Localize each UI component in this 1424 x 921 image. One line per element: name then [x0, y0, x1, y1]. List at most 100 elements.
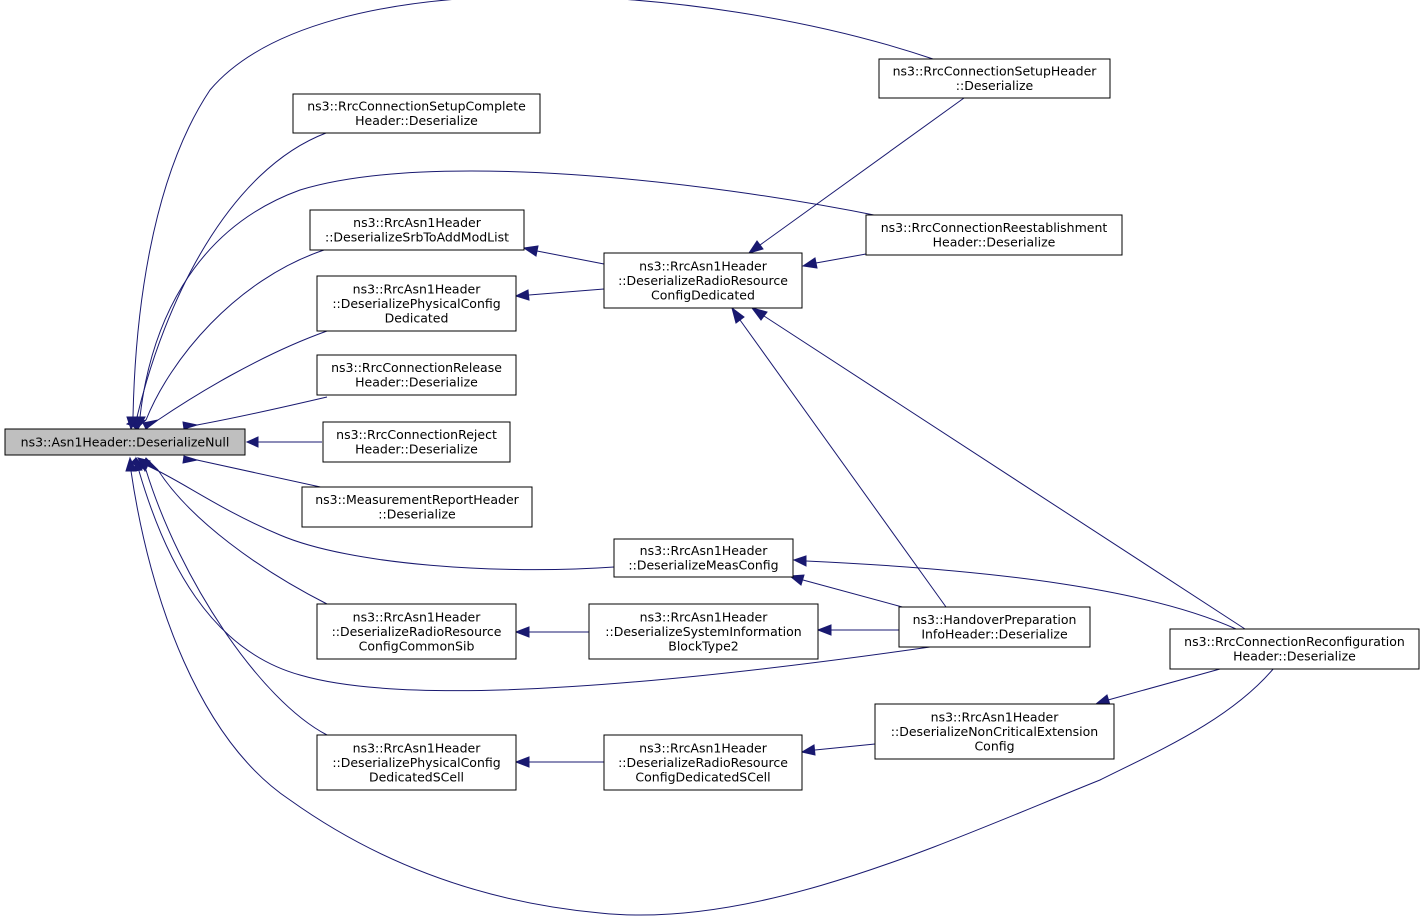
edge-arrowhead: [514, 626, 530, 638]
edge-arrowhead: [816, 624, 832, 636]
edge-sib2-to-radioCommonSib: [514, 626, 589, 638]
edge-release-to-root: [182, 396, 328, 430]
edge-line: [157, 330, 328, 421]
node-box: [301, 486, 533, 528]
edge-line: [138, 470, 931, 692]
node-label-line: ::DeserializeRadioResource: [618, 273, 788, 288]
node-reject[interactable]: ns3::RrcConnectionRejectHeader::Deserial…: [322, 421, 511, 463]
node-label-line: ns3::RrcAsn1Header: [353, 281, 482, 296]
edge-arrowhead: [142, 419, 159, 430]
edge-arrowhead: [750, 307, 768, 321]
node-label-line: ns3::RrcAsn1Header: [931, 709, 1060, 724]
edge-line: [802, 579, 907, 609]
node-box: [292, 93, 541, 134]
edge-arrowhead: [731, 306, 745, 324]
edge-line: [739, 319, 947, 608]
edge-handover-to-root: [133, 456, 931, 692]
node-box: [603, 252, 803, 309]
node-label-line: ns3::RrcConnectionSetupHeader: [893, 64, 1098, 79]
node-label-line: Header::Deserialize: [355, 375, 478, 390]
node-box: [588, 603, 819, 660]
node-label-line: ::DeserializePhysicalConfig: [332, 755, 500, 770]
node-label-line: ::DeserializeRadioResource: [618, 755, 788, 770]
node-physCfgDed[interactable]: ns3::RrcAsn1Header::DeserializePhysicalC…: [316, 275, 517, 332]
edge-nonCritical-to-radioSCell: [800, 743, 876, 756]
edge-arrowhead: [514, 289, 530, 301]
edge-line: [147, 465, 615, 571]
edge-line: [759, 97, 965, 246]
node-label-line: Header::Deserialize: [933, 235, 1056, 250]
edges-layer: [125, 0, 1275, 916]
node-box: [878, 58, 1111, 99]
edge-reest-to-radioDed: [801, 253, 867, 269]
node-label-line: ns3::Asn1Header::DeserializeNull: [21, 434, 230, 449]
edge-reconfig-to-nonCritical: [1094, 668, 1221, 706]
node-root[interactable]: ns3::Asn1Header::DeserializeNull: [4, 428, 246, 456]
edge-arrowhead: [125, 456, 137, 472]
node-label-line: Dedicated: [385, 310, 449, 325]
node-reest[interactable]: ns3::RrcConnectionReestablishmentHeader:…: [865, 214, 1123, 256]
node-physCfgSCell[interactable]: ns3::RrcAsn1Header::DeserializePhysicalC…: [316, 734, 517, 791]
node-box: [865, 214, 1123, 256]
node-label-line: ns3::RrcAsn1Header: [640, 543, 769, 558]
node-measReport[interactable]: ns3::MeasurementReportHeader::Deserializ…: [301, 486, 533, 528]
edge-line: [528, 288, 605, 296]
edge-arrowhead: [133, 416, 146, 431]
node-label-line: ::DeserializeSystemInformation: [605, 624, 801, 639]
node-label-line: ns3::RrcConnectionReestablishment: [881, 220, 1108, 235]
node-label-line: Header::Deserialize: [355, 113, 478, 128]
node-sib2[interactable]: ns3::RrcAsn1Header::DeserializeSystemInf…: [588, 603, 819, 660]
node-label-line: ns3::RrcAsn1Header: [353, 215, 482, 230]
node-radioSCell[interactable]: ns3::RrcAsn1Header::DeserializeRadioReso…: [603, 734, 803, 791]
edge-reconfig-to-measConfig: [792, 555, 1237, 630]
edge-reject-to-root: [245, 436, 322, 448]
edge-line: [814, 743, 876, 751]
node-box: [309, 209, 525, 251]
edge-arrowhead: [792, 555, 807, 567]
node-box: [316, 734, 517, 791]
node-box: [316, 354, 517, 396]
edge-arrowhead: [801, 257, 818, 269]
node-label-line: Header::Deserialize: [1233, 649, 1356, 664]
node-box: [316, 275, 517, 332]
edge-reconfig-to-root: [125, 456, 1275, 916]
node-radioCommonSib[interactable]: ns3::RrcAsn1Header::DeserializeRadioReso…: [316, 603, 517, 660]
node-label-line: ::DeserializeNonCriticalExtension: [891, 724, 1098, 739]
nodes-layer: ns3::Asn1Header::DeserializeNullns3::Rrc…: [4, 58, 1420, 791]
edge-handover-to-radioDed: [731, 306, 947, 608]
node-label-line: ConfigDedicated: [651, 287, 755, 302]
node-box: [316, 603, 517, 660]
node-label-line: InfoHeader::Deserialize: [921, 627, 1068, 642]
edge-arrowhead: [133, 456, 143, 472]
edge-arrowhead: [522, 245, 539, 257]
edge-line: [1107, 668, 1221, 701]
node-label-line: ns3::RrcConnectionRelease: [331, 360, 502, 375]
node-radioDed[interactable]: ns3::RrcAsn1Header::DeserializeRadioReso…: [603, 252, 803, 309]
node-label-line: ConfigCommonSib: [359, 638, 475, 653]
node-setup[interactable]: ns3::RrcConnectionSetupHeader::Deseriali…: [878, 58, 1111, 99]
edge-arrowhead: [182, 421, 199, 430]
edge-arrowhead: [245, 436, 259, 448]
node-reconfig[interactable]: ns3::RrcConnectionReconfigurationHeader:…: [1169, 628, 1420, 670]
node-label-line: Header::Deserialize: [355, 442, 478, 457]
edge-line: [536, 250, 605, 265]
edge-handover-to-measConfig: [788, 574, 907, 609]
edge-reconfig-to-radioDed: [750, 307, 1246, 630]
node-label-line: ns3::RrcAsn1Header: [640, 609, 769, 624]
edge-arrowhead: [800, 744, 816, 756]
node-setupComplete[interactable]: ns3::RrcConnectionSetupCompleteHeader::D…: [292, 93, 541, 134]
node-nonCritical[interactable]: ns3::RrcAsn1Header::DeserializeNonCritic…: [874, 703, 1115, 760]
node-label-line: ns3::MeasurementReportHeader: [315, 492, 519, 507]
node-srbToAdd[interactable]: ns3::RrcAsn1Header::DeserializeSrbToAddM…: [309, 209, 525, 251]
node-measConfig[interactable]: ns3::RrcAsn1Header::DeserializeMeasConfi…: [613, 538, 794, 578]
edge-physCfgSCell-to-root: [130, 457, 328, 736]
node-release[interactable]: ns3::RrcConnectionReleaseHeader::Deseria…: [316, 354, 517, 396]
edge-line: [145, 469, 328, 736]
node-handover[interactable]: ns3::HandoverPreparationInfoHeader::Dese…: [898, 606, 1091, 648]
node-box: [898, 606, 1091, 648]
node-label-line: ::DeserializeRadioResource: [332, 624, 502, 639]
node-box: [613, 538, 794, 578]
edge-arrowhead: [747, 240, 764, 254]
